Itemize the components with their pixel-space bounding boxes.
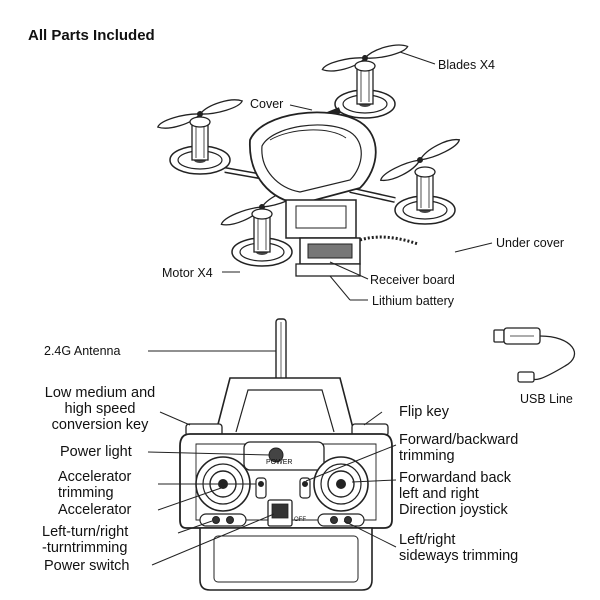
label-direction-joystick-line: Direction joystick (399, 502, 508, 518)
label-speed-key-line: Low medium and (44, 385, 156, 401)
label-receiver-board: Receiver board (370, 273, 455, 287)
label-sideways-trimming-line: sideways trimming (399, 548, 519, 564)
device-power-text: POWER (266, 459, 293, 466)
label-accelerator-trimming-line: Accelerator (58, 469, 132, 485)
label-lithium-battery: Lithium battery (372, 294, 454, 308)
label-power-switch: Power switch (44, 558, 130, 574)
label-fb-trimming: Forward/backward trimming (399, 432, 518, 464)
label-fb-trimming-line: trimming (399, 448, 455, 464)
label-motor: Motor X4 (162, 266, 213, 280)
label-flip-key: Flip key (399, 404, 449, 420)
label-sideways-trimming-line: Left/right (399, 532, 456, 548)
label-under-cover: Under cover (496, 236, 565, 250)
label-accelerator: Accelerator (58, 502, 132, 518)
label-sideways-trimming: Left/right sideways trimming (399, 532, 518, 564)
device-off-text: OFF (294, 517, 306, 523)
label-direction-joystick-line: left and right (399, 486, 479, 502)
drone-illustration (154, 42, 465, 277)
page-title: All Parts Included (28, 27, 155, 44)
motor-pod (394, 166, 456, 225)
label-speed-key-line: conversion key (51, 417, 149, 433)
label-turn-trimming-line: -turntrimming (42, 540, 128, 556)
usb-cable-illustration (493, 327, 576, 383)
label-direction-joystick: Forwardand back left and right Direction… (399, 470, 511, 518)
label-fb-trimming-line: Forward/backward (399, 432, 519, 448)
label-turn-trimming-line: Left-turn/right (42, 524, 129, 540)
label-power-light: Power light (60, 444, 132, 460)
label-speed-key: Low medium and high speed conversion key (36, 385, 164, 433)
label-turn-trimming: Left-turn/right -turntrimming (42, 524, 128, 556)
label-accelerator-trimming: Accelerator trimming (58, 469, 131, 501)
label-cover: Cover (250, 97, 284, 111)
label-usb-line: USB Line (520, 392, 573, 406)
label-direction-joystick-line: Forwardand back (399, 470, 512, 486)
right-joystick (313, 456, 369, 512)
label-accelerator-trimming-line: trimming (58, 485, 114, 501)
label-speed-key-line: high speed (64, 401, 136, 417)
label-antenna: 2.4G Antenna (44, 344, 121, 358)
label-blades: Blades X4 (438, 58, 495, 72)
